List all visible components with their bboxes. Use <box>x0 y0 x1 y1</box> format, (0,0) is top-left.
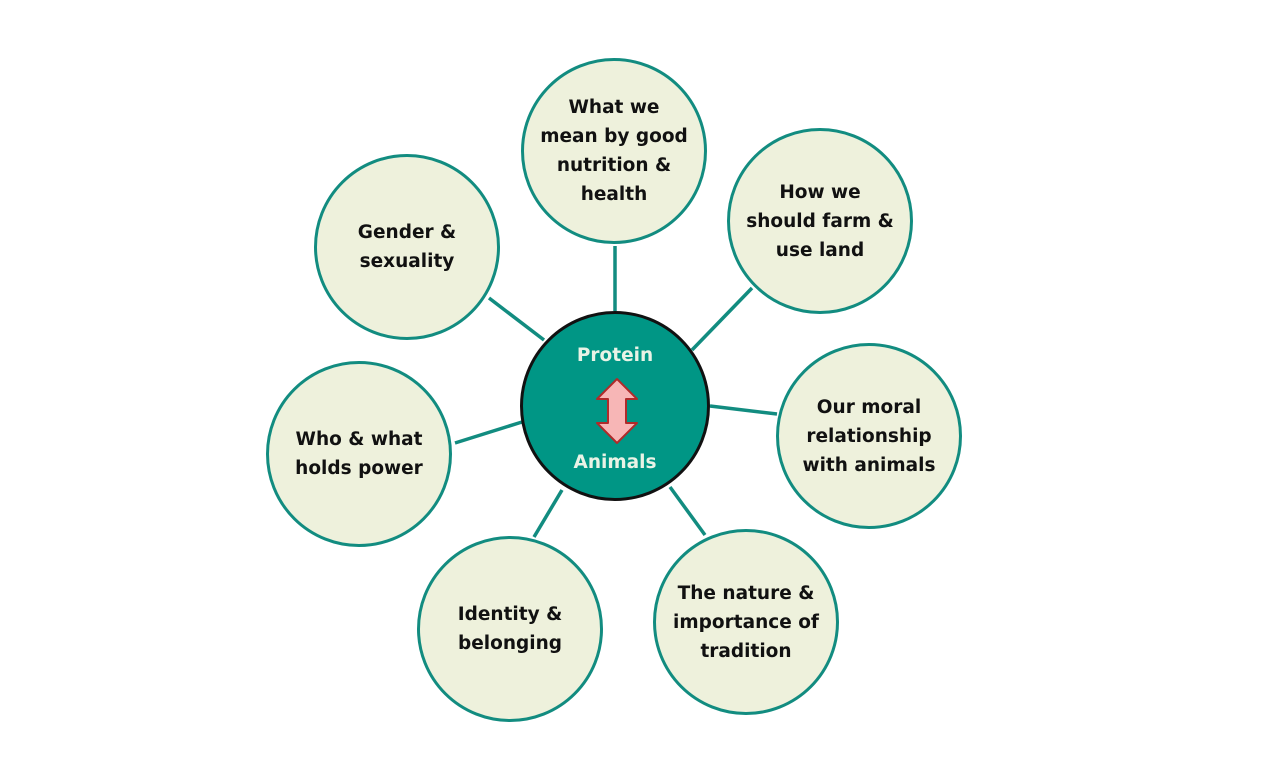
topic-label-farming: How we should farm & use land <box>746 181 894 261</box>
topic-node-nutrition: What we mean by good nutrition & health <box>521 58 707 244</box>
connector-power <box>454 420 523 445</box>
topic-label-moral: Our moral relationship with animals <box>802 396 936 476</box>
double-headed-arrow-icon <box>596 378 638 444</box>
topic-node-identity: Identity & belonging <box>417 536 603 722</box>
hub-label-animals: Animals <box>573 452 657 473</box>
topic-label-power: Who & what holds power <box>295 429 423 479</box>
topic-node-moral: Our moral relationship with animals <box>776 343 962 529</box>
hub-label-protein: Protein <box>576 345 654 366</box>
topic-node-gender: Gender & sexuality <box>314 154 500 340</box>
topic-label-tradition: The nature & importance of tradition <box>673 582 819 662</box>
topic-label-nutrition: What we mean by good nutrition & health <box>540 97 688 205</box>
connector-tradition <box>668 485 707 537</box>
connector-gender <box>487 296 546 342</box>
topic-label-gender: Gender & sexuality <box>357 222 457 272</box>
topic-node-farming: How we should farm & use land <box>727 128 913 314</box>
connector-identity <box>532 489 564 538</box>
connector-farming <box>690 286 754 352</box>
central-hub: Protein Animals <box>520 311 710 501</box>
topic-label-identity: Identity & belonging <box>457 604 563 654</box>
topic-node-tradition: The nature & importance of tradition <box>653 529 839 715</box>
topic-node-power: Who & what holds power <box>266 361 452 547</box>
connector-moral <box>709 404 778 416</box>
